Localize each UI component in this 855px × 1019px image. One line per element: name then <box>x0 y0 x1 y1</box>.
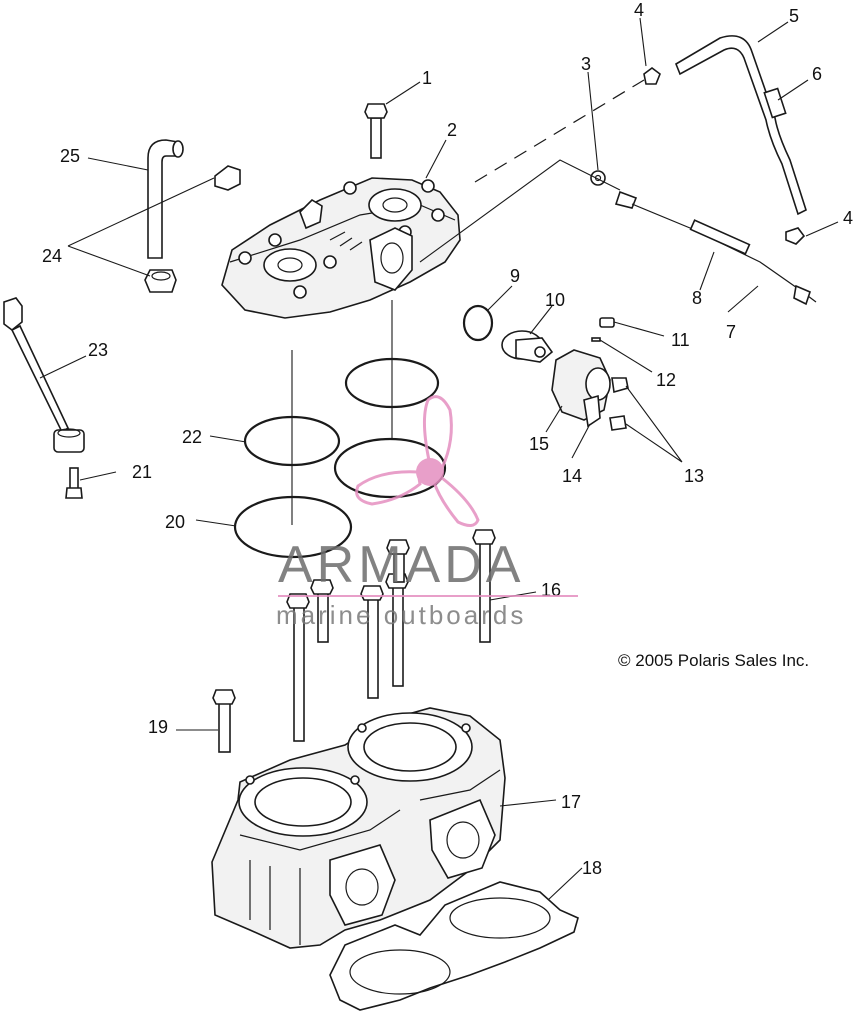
callout-21: 21 <box>132 462 152 482</box>
fuel-line <box>643 35 807 245</box>
callout-9: 9 <box>510 266 520 286</box>
callout-7: 7 <box>726 322 736 342</box>
o-ring-large <box>233 495 353 559</box>
callout-3: 3 <box>581 54 591 74</box>
thermostat <box>501 330 554 363</box>
callout-13: 13 <box>684 466 704 486</box>
o-ring-large-right <box>333 437 447 499</box>
cylinder-block <box>211 707 506 949</box>
bypass-hose <box>147 139 184 259</box>
callout-6: 6 <box>812 64 822 84</box>
copyright-notice: © 2005 Polaris Sales Inc. <box>618 651 809 670</box>
callout-17: 17 <box>561 792 581 812</box>
thermostat-housing <box>551 349 611 428</box>
propeller-logo <box>355 395 480 527</box>
callout-15: 15 <box>529 434 549 454</box>
watermark-title: ARMADA <box>278 536 524 594</box>
callout-24: 24 <box>42 246 62 266</box>
callout-23: 23 <box>88 340 108 360</box>
alignment-line <box>419 159 621 263</box>
watermark: ARMADA marine outboards <box>276 395 578 630</box>
sensor-bolt <box>65 467 83 499</box>
thermostat-gasket <box>462 304 494 342</box>
base-gasket <box>329 881 579 1011</box>
callout-10: 10 <box>545 290 565 310</box>
hose-clamp <box>144 165 241 293</box>
callout-22: 22 <box>182 427 202 447</box>
callout-18: 18 <box>582 858 602 878</box>
callout-14: 14 <box>562 466 582 486</box>
throttle-cable <box>590 170 817 306</box>
callout-1: 1 <box>422 68 432 88</box>
cylinder-head <box>221 177 461 319</box>
leader-lines <box>39 17 839 901</box>
callout-11: 11 <box>671 330 690 350</box>
temperature-sensor <box>3 297 85 453</box>
callout-4-right: 4 <box>843 208 853 228</box>
head-bolt <box>364 103 388 159</box>
alignment-line <box>474 79 645 183</box>
callout-4-top: 4 <box>634 0 644 20</box>
callout-20: 20 <box>165 512 185 532</box>
watermark-subtitle: marine outboards <box>276 600 526 630</box>
housing-screw <box>591 317 629 431</box>
callout-12: 12 <box>656 370 676 390</box>
alignment-line <box>291 300 393 525</box>
callout-25: 25 <box>60 146 80 166</box>
callout-5: 5 <box>789 6 799 26</box>
callout-8: 8 <box>692 288 702 308</box>
callout-2: 2 <box>447 120 457 140</box>
callout-19: 19 <box>148 717 168 737</box>
